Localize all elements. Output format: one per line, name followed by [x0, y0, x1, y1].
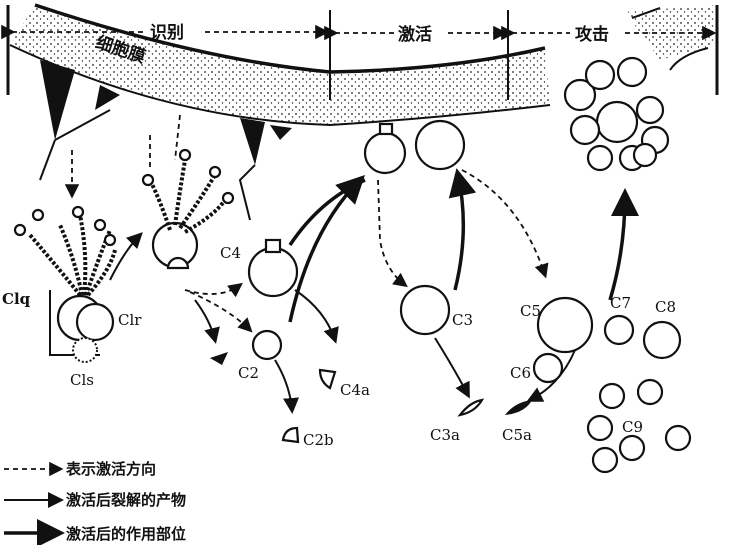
c6-molecule — [532, 352, 564, 384]
c4-head — [264, 238, 282, 254]
c7-molecule — [603, 314, 635, 346]
label-c4a: C4a — [340, 381, 370, 399]
arrow — [434, 337, 470, 399]
label-c1s: Cls — [70, 371, 94, 389]
action-arrow — [288, 175, 365, 323]
arrow — [194, 299, 220, 344]
bound-c1-complex — [141, 114, 235, 270]
label-c2: C2 — [238, 364, 259, 382]
label-c4: C4 — [220, 244, 241, 262]
stage-attack: 攻击 — [575, 24, 609, 45]
c1-complex — [13, 205, 117, 363]
legend-label-0: 表示激活方向 — [66, 460, 156, 478]
activation-arrow — [461, 169, 549, 279]
c5-molecule — [536, 296, 594, 354]
action-arrow — [608, 188, 639, 301]
legend-label-2: 激活后的作用部位 — [66, 525, 186, 543]
arrow — [294, 289, 339, 344]
antigen-sites — [39, 60, 292, 221]
legend: 表示激活方向 激活后裂解的产物 激活后的作用部位 — [4, 460, 186, 545]
c3-molecule — [399, 284, 451, 336]
label-c2b: C2b — [303, 431, 334, 449]
label-c3: C3 — [452, 311, 473, 329]
c3-convertase — [363, 131, 407, 175]
action-arrow — [288, 178, 366, 246]
c4a-fragment — [318, 368, 337, 390]
membrane-top-edge — [34, 3, 546, 74]
membrane-pore-edge — [631, 7, 709, 71]
c3a-fragment — [457, 398, 485, 417]
stage-markers — [1, 5, 719, 100]
label-c3a: C3a — [430, 426, 460, 444]
action-arrow — [448, 168, 477, 291]
c8-molecule — [642, 320, 682, 360]
activation-arrow — [377, 179, 408, 288]
membrane-bottom-edge — [9, 44, 551, 127]
c2b-fragment — [281, 426, 300, 444]
c4-molecule — [247, 246, 299, 298]
c3b-bound — [414, 119, 466, 171]
activation-arrow — [184, 282, 243, 298]
label-c8: C8 — [655, 298, 676, 316]
stage-recognition: 识别 — [150, 23, 184, 43]
label-c9: C9 — [622, 418, 643, 436]
activation-arrow — [189, 291, 253, 333]
c9-molecules — [586, 378, 692, 474]
label-c7: C7 — [610, 294, 631, 312]
legend-label-1: 激活后裂解的产物 — [66, 491, 186, 509]
membrane-attack-complex — [563, 56, 670, 172]
convertase-head — [378, 122, 394, 136]
c2a-fragment — [210, 352, 228, 365]
arrow — [109, 232, 143, 281]
stage-activation: 激活 — [398, 24, 432, 45]
label-c6: C6 — [510, 364, 531, 382]
label-c1r: Clr — [118, 311, 142, 329]
label-c1q: Clq — [2, 290, 31, 308]
c5a-fragment — [505, 400, 532, 415]
label-c5: C5 — [520, 302, 541, 320]
c2-molecule — [251, 329, 283, 361]
arrow — [274, 359, 300, 414]
label-c5a: C5a — [502, 426, 532, 444]
